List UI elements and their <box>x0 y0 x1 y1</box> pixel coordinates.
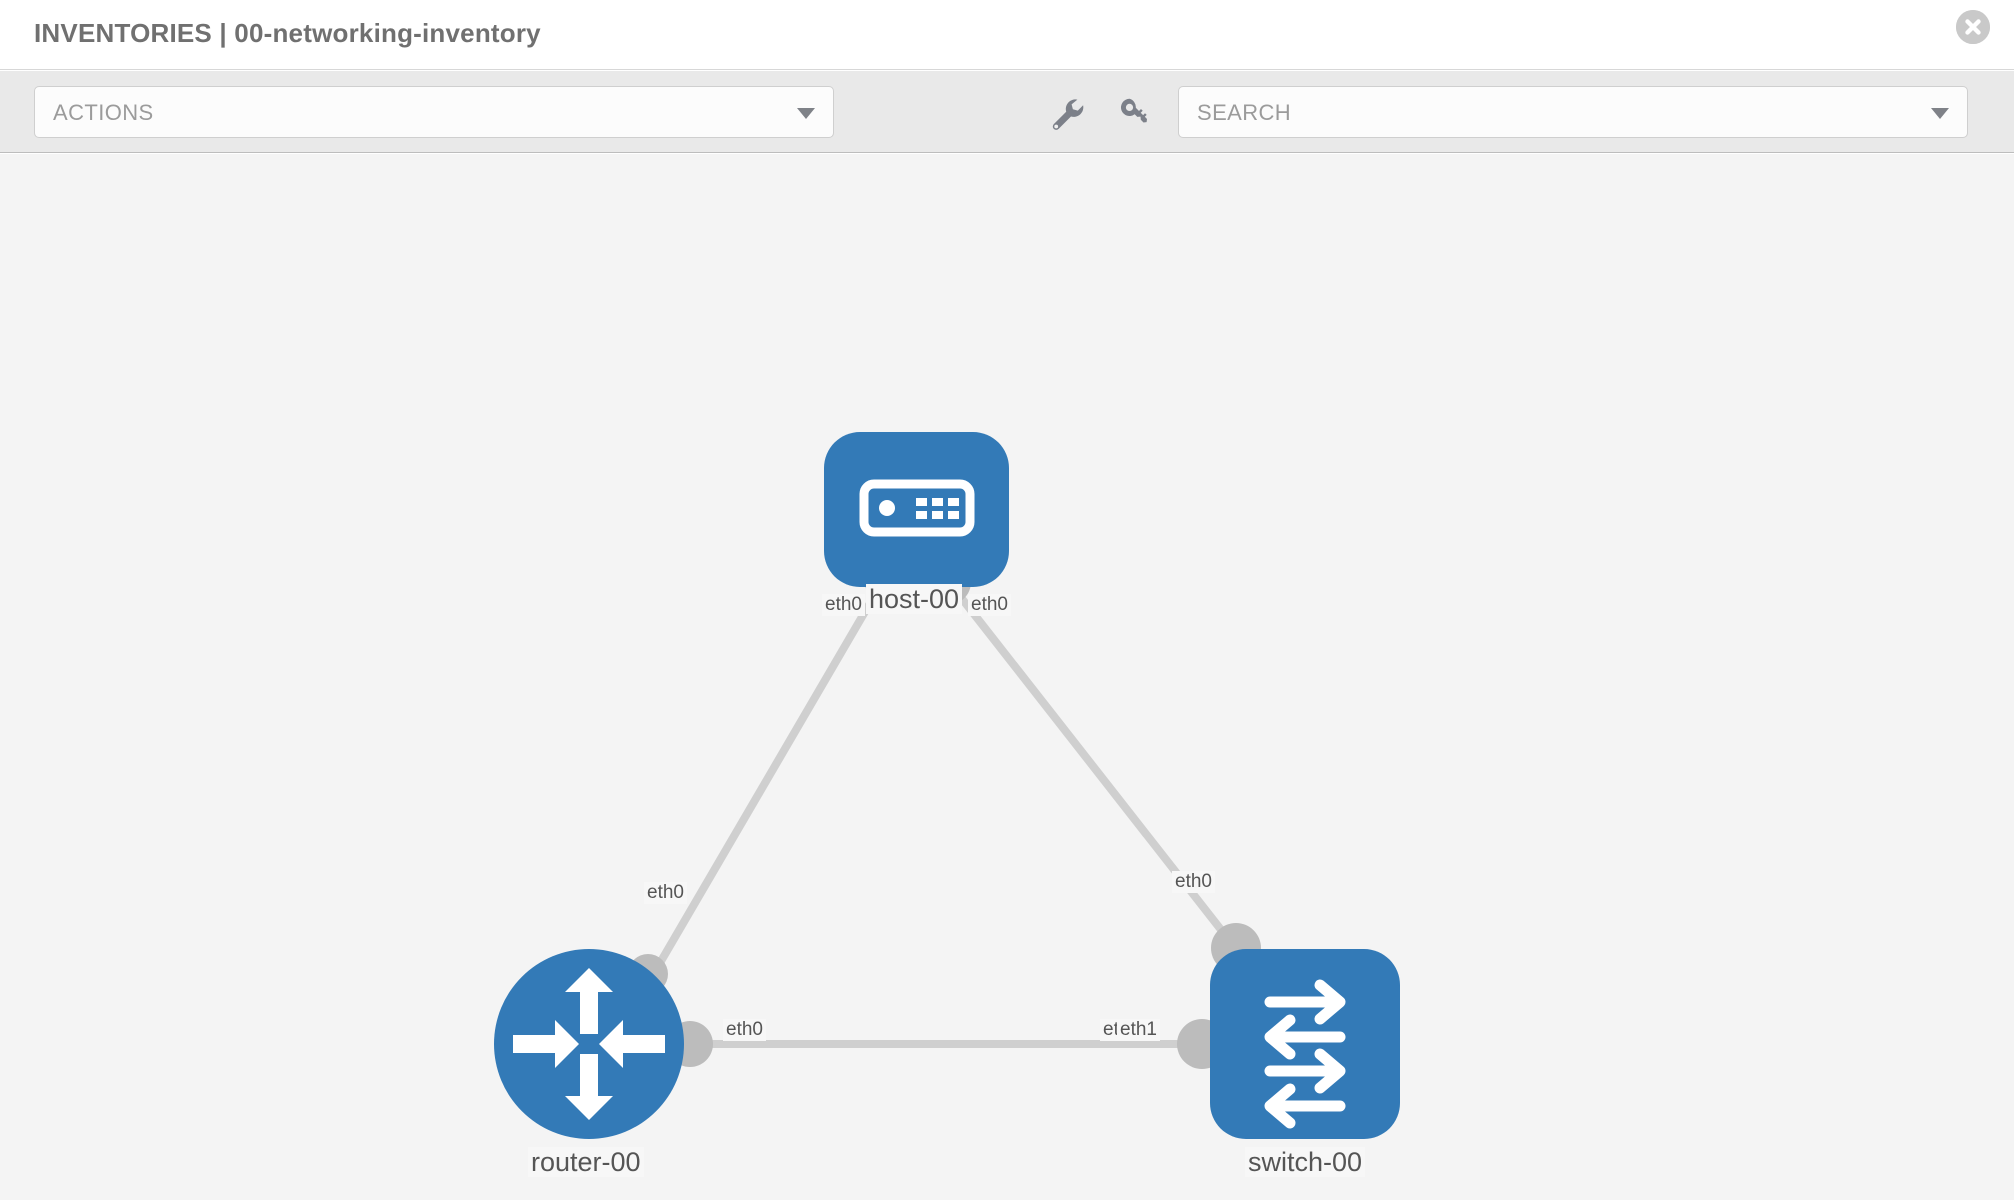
search-input[interactable]: SEARCH <box>1178 86 1968 138</box>
close-icon[interactable] <box>1956 10 1990 44</box>
router-arrows-icon <box>513 968 665 1120</box>
iface-label-host-right: eth0 <box>968 594 1011 616</box>
page-title: INVENTORIES | 00-networking-inventory <box>34 18 541 48</box>
node-switch-00[interactable] <box>1210 949 1400 1139</box>
iface-label-switch-uplink: eth0 <box>1172 871 1215 893</box>
toolbar: ACTIONS SEARCH <box>0 71 2014 153</box>
node-host-00[interactable] <box>824 432 1009 587</box>
iface-label-router-eth0: eth0 <box>723 1019 766 1041</box>
iface-label-router-uplink: eth0 <box>644 882 687 904</box>
node-label-router-00: router-00 <box>528 1147 644 1178</box>
link-host-switch <box>948 583 1244 957</box>
chevron-down-icon[interactable] <box>1931 108 1949 119</box>
node-router-00[interactable] <box>494 949 684 1139</box>
topology-canvas[interactable]: eth0 host-00 eth0 eth0 eth0 eth0 eth0 et… <box>0 154 2014 1200</box>
wrench-icon[interactable] <box>1044 91 1088 135</box>
node-label-switch-00: switch-00 <box>1245 1147 1366 1178</box>
link-host-router <box>639 583 884 995</box>
page-header: INVENTORIES | 00-networking-inventory <box>0 0 2014 70</box>
actions-dropdown[interactable]: ACTIONS <box>34 86 834 138</box>
node-label-host-00: host-00 <box>866 584 963 615</box>
actions-dropdown-label: ACTIONS <box>53 100 154 125</box>
search-placeholder: SEARCH <box>1197 100 1292 125</box>
topology-connectors <box>628 559 1261 1069</box>
switch-arrows-icon <box>1264 979 1346 1129</box>
chevron-down-icon <box>797 108 815 119</box>
topology-links <box>639 583 1244 1048</box>
topology-graph <box>494 432 1400 1139</box>
iface-label-switch-eth1: eth1 <box>1117 1019 1160 1041</box>
server-icon <box>859 479 975 537</box>
key-icon[interactable] <box>1112 91 1156 135</box>
iface-label-host-left: eth0 <box>822 594 865 616</box>
